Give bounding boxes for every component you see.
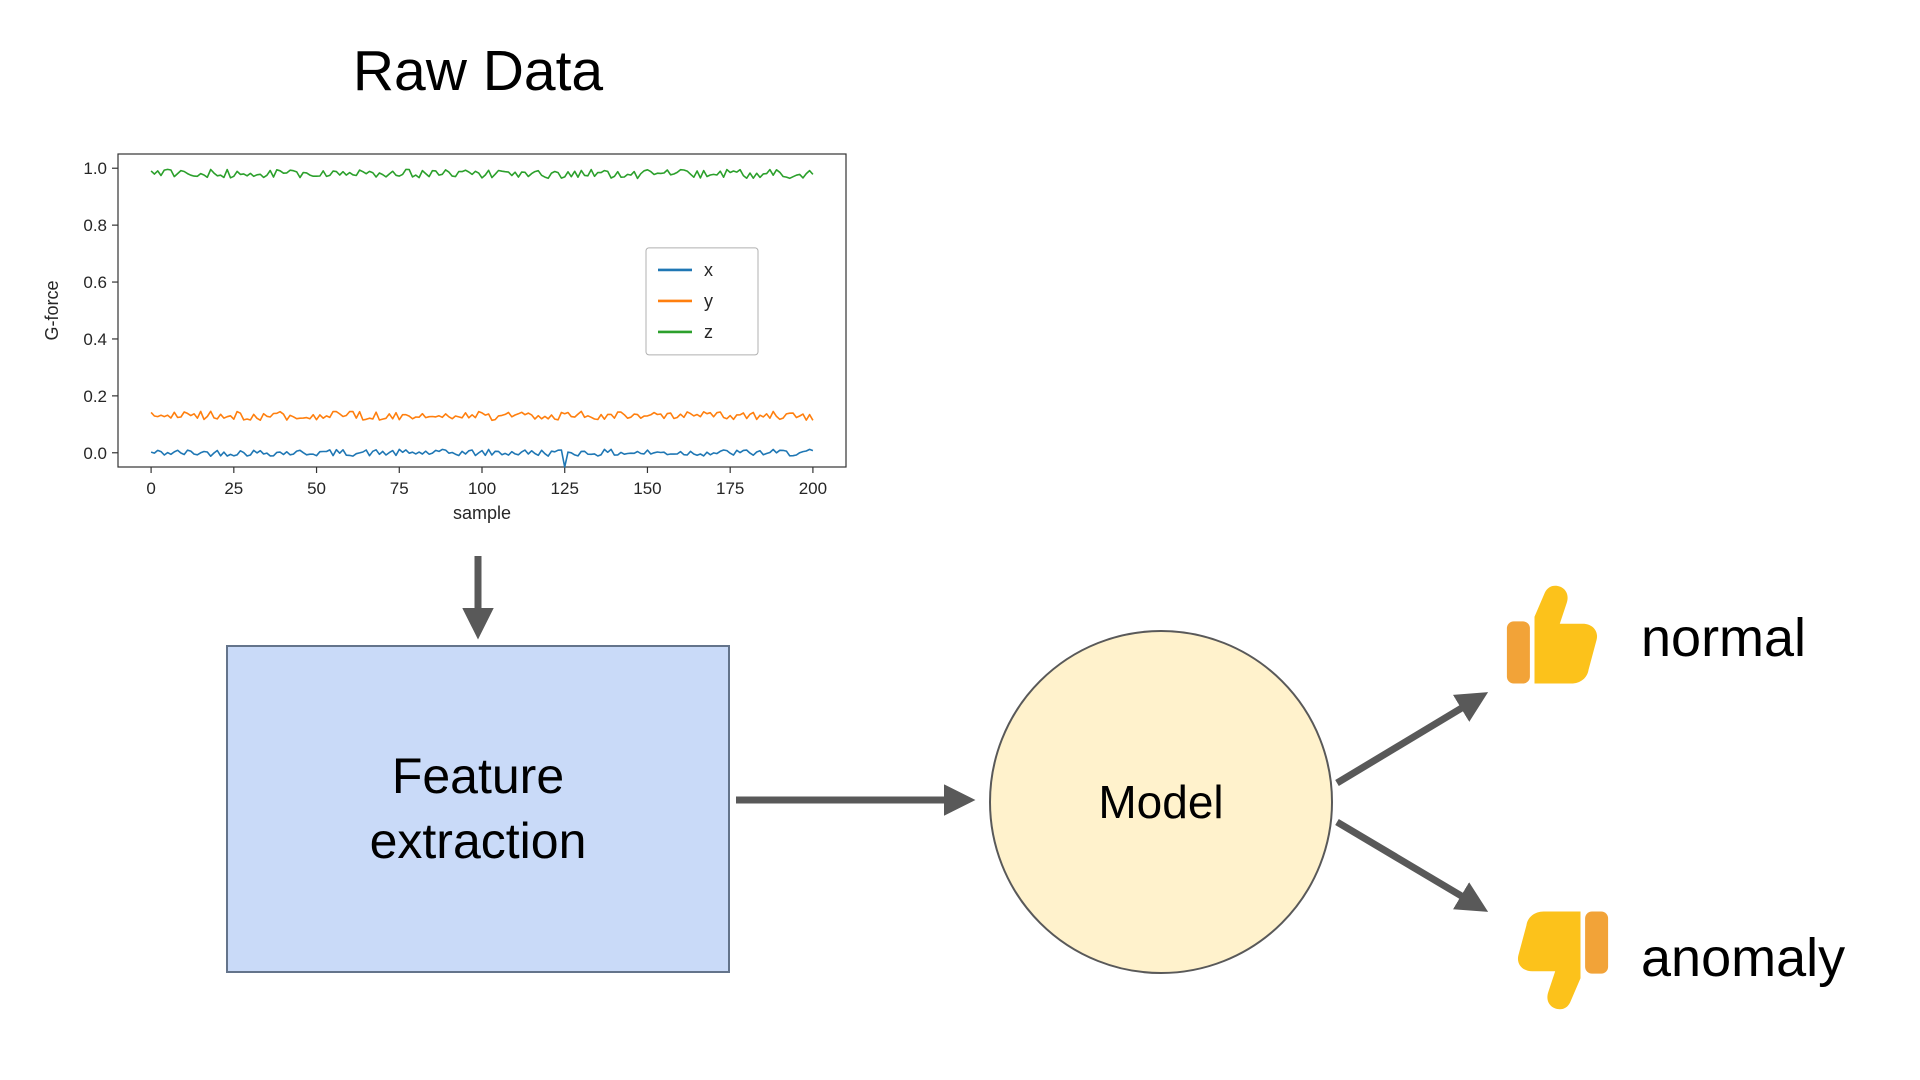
svg-text:0: 0 [146,479,155,498]
output-normal-label: normal [1641,607,1807,668]
svg-text:50: 50 [307,479,326,498]
diagram-title: Raw Data [352,39,604,103]
arrow-model-to-normal [1335,692,1489,786]
feature-extraction-label: Feature extraction [369,748,587,869]
raw-data-chart: 0.0 0.2 0.4 0.6 0.8 1.0 0 25 50 75 100 125 150 175 200… [40,140,860,535]
svg-text:sample: sample [453,503,511,523]
svg-text:x: x [704,260,713,280]
svg-text:150: 150 [633,479,661,498]
svg-text:0.8: 0.8 [83,216,107,235]
svg-text:y: y [704,291,713,311]
output-anomaly: anomaly [1500,900,1845,1015]
arrow-model-to-anomaly [1335,818,1489,912]
svg-text:0.6: 0.6 [83,273,107,292]
svg-text:0.4: 0.4 [83,330,107,349]
svg-text:25: 25 [224,479,243,498]
thumbs-up-icon [1500,580,1615,695]
svg-text:175: 175 [716,479,744,498]
svg-text:75: 75 [390,479,409,498]
svg-text:G-force: G-force [42,280,62,340]
svg-text:z: z [704,322,713,342]
raw-data-chart-svg: 0.0 0.2 0.4 0.6 0.8 1.0 0 25 50 75 100 125 150 175 200… [42,153,847,523]
model-label: Model [1098,776,1224,828]
thumbs-down-icon [1500,900,1615,1015]
output-anomaly-label: anomaly [1641,927,1846,988]
svg-text:0.0: 0.0 [83,444,107,463]
output-normal: normal [1500,580,1806,695]
svg-text:200: 200 [799,479,827,498]
svg-text:1.0: 1.0 [83,159,107,178]
svg-text:100: 100 [468,479,496,498]
feature-extraction-node: Feature extraction [226,645,730,973]
model-node: Model [989,630,1333,974]
svg-text:125: 125 [551,479,579,498]
svg-text:0.2: 0.2 [83,387,107,406]
